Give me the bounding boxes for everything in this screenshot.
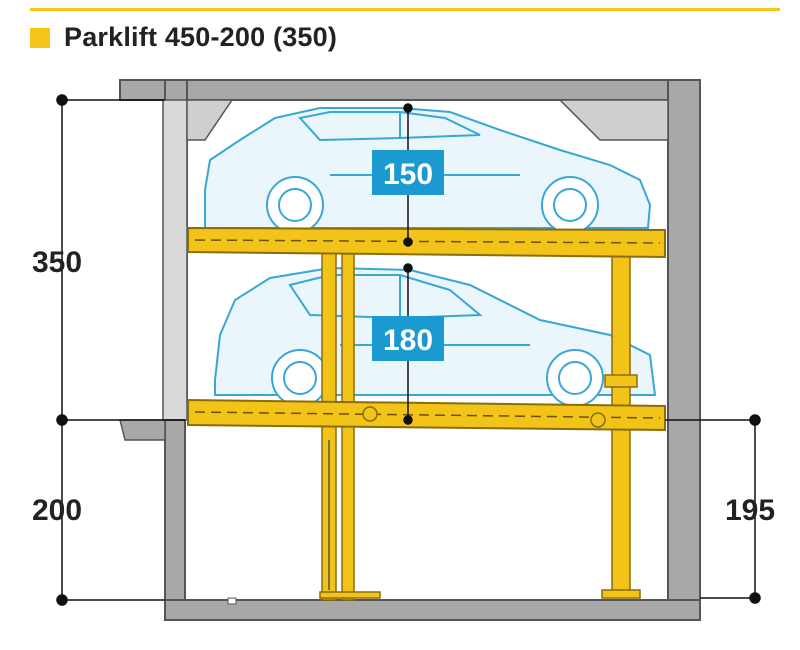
- lower-clearance-badge: 180: [372, 316, 444, 361]
- header-rule: [30, 8, 780, 11]
- upper-clearance-badge: 150: [372, 150, 444, 195]
- concrete-structure: [119, 79, 701, 621]
- pit-right-label: 195: [725, 494, 775, 527]
- lower-platform: [187, 398, 666, 432]
- upper-clearance-value: 150: [383, 158, 433, 191]
- right-dimension: [665, 414, 761, 604]
- upper-height-label: 350: [32, 246, 82, 279]
- left-dimension: [56, 94, 185, 606]
- upper-platform: [187, 226, 666, 259]
- header: Parklift 450-200 (350): [30, 22, 337, 53]
- pit-depth-label: 200: [32, 494, 82, 527]
- page-title: Parklift 450-200 (350): [64, 22, 338, 52]
- lower-clearance-value: 180: [383, 324, 433, 357]
- title-swatch-icon: [30, 27, 50, 48]
